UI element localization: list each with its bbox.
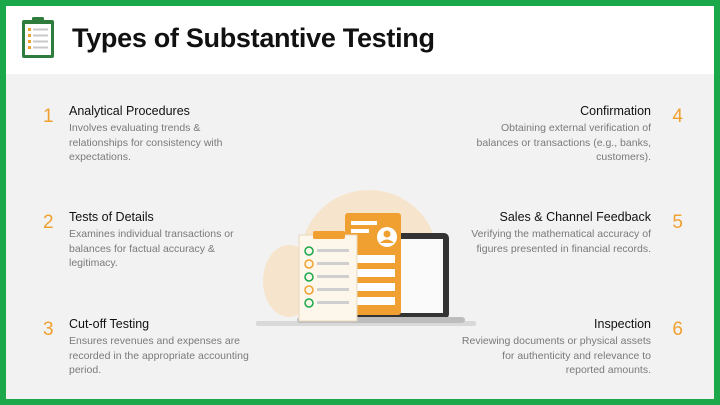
- item-heading: Sales & Channel Feedback: [499, 210, 651, 224]
- item-description: Verifying the mathematical accuracy of f…: [471, 228, 651, 255]
- item-description: Ensures revenues and expenses are record…: [69, 335, 249, 376]
- item-number: 3: [43, 319, 54, 340]
- item-number: 4: [672, 106, 683, 127]
- testing-type-2: 2 Tests of Details Examines individual t…: [43, 210, 259, 271]
- item-description: Reviewing documents or physical assets f…: [461, 335, 651, 376]
- testing-type-1: 1 Analytical Procedures Involves evaluat…: [43, 104, 259, 165]
- audit-forms-laptop-illustration: [256, 190, 476, 326]
- item-heading: Tests of Details: [69, 210, 154, 224]
- item-heading: Cut-off Testing: [69, 317, 150, 331]
- item-description: Involves evaluating trends & relationshi…: [69, 122, 223, 163]
- item-number: 6: [672, 319, 683, 340]
- item-number: 1: [43, 106, 54, 127]
- item-heading: Confirmation: [580, 104, 651, 118]
- item-number: 5: [672, 212, 683, 233]
- item-heading: Inspection: [594, 317, 651, 331]
- testing-type-5: 5 Sales & Channel Feedback Verifying the…: [461, 210, 683, 256]
- checklist-clipboard-icon: [22, 17, 54, 58]
- page-title: Types of Substantive Testing: [72, 23, 435, 53]
- item-description: Obtaining external verification of balan…: [476, 122, 651, 163]
- testing-type-6: 6 Inspection Reviewing documents or phys…: [461, 317, 683, 378]
- testing-type-3: 3 Cut-off Testing Ensures revenues and e…: [43, 317, 259, 378]
- testing-type-4: 4 Confirmation Obtaining external verifi…: [461, 104, 683, 165]
- item-heading: Analytical Procedures: [69, 104, 190, 118]
- item-description: Examines individual transactions or bala…: [69, 228, 234, 269]
- item-number: 2: [43, 212, 54, 233]
